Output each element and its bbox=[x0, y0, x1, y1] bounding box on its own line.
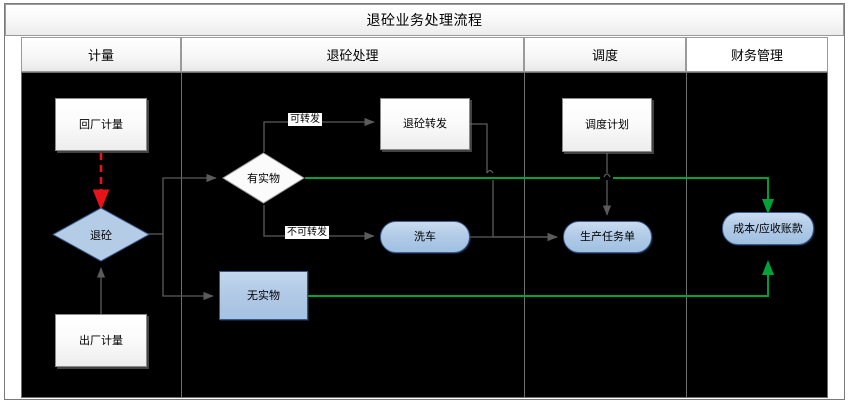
lane-header-finance-label: 财务管理 bbox=[730, 49, 783, 64]
node-production-task-label: 生产任务单 bbox=[580, 230, 635, 244]
node-huichang-jiliang-label: 回厂计量 bbox=[79, 117, 123, 131]
node-production-task[interactable]: 生产任务单 bbox=[563, 221, 652, 253]
lane-header-metering: 计量 bbox=[21, 37, 181, 72]
lane-header-dispatch: 调度 bbox=[524, 37, 686, 72]
node-chuchang-jiliang[interactable]: 出厂计量 bbox=[55, 314, 147, 367]
edge-label-not-forwardable: 不可转发 bbox=[285, 226, 329, 239]
diagram-title-bar: 退砼业务处理流程 bbox=[5, 4, 844, 36]
lane-divider-1 bbox=[181, 73, 182, 397]
node-wash-truck[interactable]: 洗车 bbox=[380, 221, 470, 253]
node-dispatch-plan-label: 调度计划 bbox=[585, 118, 629, 132]
diamond-blue-shape bbox=[51, 207, 151, 262]
node-has-material-decision[interactable]: 有实物 bbox=[221, 151, 306, 205]
lane-header-metering-label: 计量 bbox=[87, 49, 114, 64]
node-no-material[interactable]: 无实物 bbox=[219, 271, 308, 320]
node-huichang-jiliang[interactable]: 回厂计量 bbox=[55, 98, 147, 151]
lane-header-handling: 退砼处理 bbox=[181, 37, 524, 72]
node-no-material-label: 无实物 bbox=[247, 288, 280, 302]
diamond-white-shape bbox=[222, 152, 305, 204]
lane-divider-2 bbox=[524, 73, 525, 397]
node-tuitong-forward-label: 退砼转发 bbox=[403, 117, 447, 131]
node-chuchang-jiliang-label: 出厂计量 bbox=[79, 333, 123, 347]
edge-label-forwardable: 可转发 bbox=[288, 113, 322, 126]
lane-header-handling-label: 退砼处理 bbox=[326, 49, 379, 64]
lane-divider-3 bbox=[686, 73, 687, 397]
node-dispatch-plan[interactable]: 调度计划 bbox=[562, 98, 652, 152]
node-wash-truck-label: 洗车 bbox=[414, 230, 436, 244]
node-tuitong-decision-label: 退砼 bbox=[90, 228, 112, 242]
node-tuitong-forward[interactable]: 退砼转发 bbox=[380, 98, 470, 150]
lane-header-finance: 财务管理 bbox=[686, 37, 828, 72]
node-has-material-label: 有实物 bbox=[247, 172, 280, 185]
node-tuitong-decision[interactable]: 退砼 bbox=[51, 207, 151, 262]
page-title: 退砼业务处理流程 bbox=[366, 13, 483, 29]
node-cost-receivable[interactable]: 成本/应收账款 bbox=[722, 212, 814, 245]
node-cost-receivable-label: 成本/应收账款 bbox=[733, 221, 803, 235]
lane-header-dispatch-label: 调度 bbox=[591, 49, 618, 64]
